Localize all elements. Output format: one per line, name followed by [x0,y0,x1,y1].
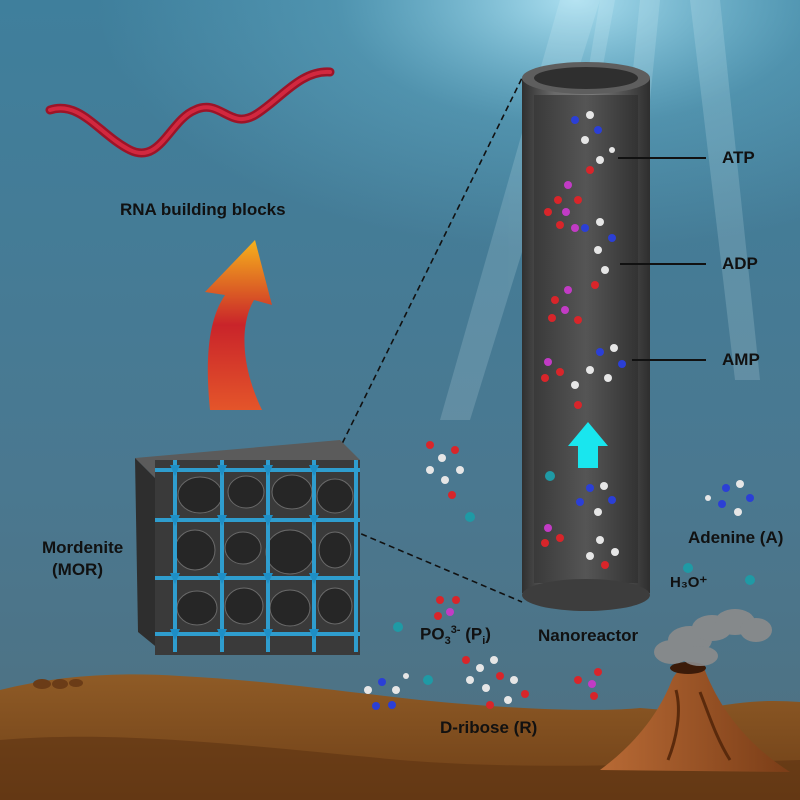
phosphate-molecule [434,596,460,620]
phosphate-paren-subscript: i [482,635,486,648]
phosphate-paren-open: (P [460,624,483,644]
adenine-molecule [705,480,754,516]
phosphate-seabed-molecule [574,668,602,700]
mordenite-label-line2: (MOR) [52,560,103,579]
adenine-seabed-molecule [364,673,409,710]
phosphate-formula: PO [420,624,445,644]
adp-molecule [548,218,616,324]
rock-cluster [33,679,83,689]
upward-arrow [205,240,272,410]
phosphate-subscript: 3 [444,635,451,648]
amp-molecule [541,344,626,409]
ion [745,575,755,585]
d-ribose-label: D-ribose (R) [440,718,538,737]
ion [465,512,475,522]
ion [683,563,693,573]
d-ribose-cluster [462,656,529,709]
hydronium-label: H₃O⁺ [670,574,708,591]
volcano-icon [600,609,790,772]
phosphate-superscript: 3- [450,624,461,636]
nanoreactor-label: Nanoreactor [538,626,639,645]
rna-building-blocks-label: RNA building blocks [120,200,286,219]
nanoreactor-tube [522,62,650,611]
rna-strand-icon [45,67,335,158]
amp-label: AMP [722,350,760,369]
atp-molecule [544,111,615,232]
ion [393,622,403,632]
zeolite-framework-icon [135,440,360,655]
zoom-line-bottom [351,529,523,603]
phosphate-label: PO33- (Pi) [420,624,491,648]
smoke-cloud [654,609,772,666]
adenine-label: Adenine (A) [688,528,784,547]
ion [423,675,433,685]
phosphate-paren-close: ) [485,624,491,644]
cyan-up-arrow [568,422,608,468]
mordenite-label-line1: Mordenite [42,538,124,557]
reactant-molecules-in-tube [541,471,619,569]
d-ribose-floating-molecule [426,441,464,499]
sunlight-glow [0,0,800,420]
adp-label: ADP [722,254,758,273]
atp-label: ATP [722,148,755,167]
